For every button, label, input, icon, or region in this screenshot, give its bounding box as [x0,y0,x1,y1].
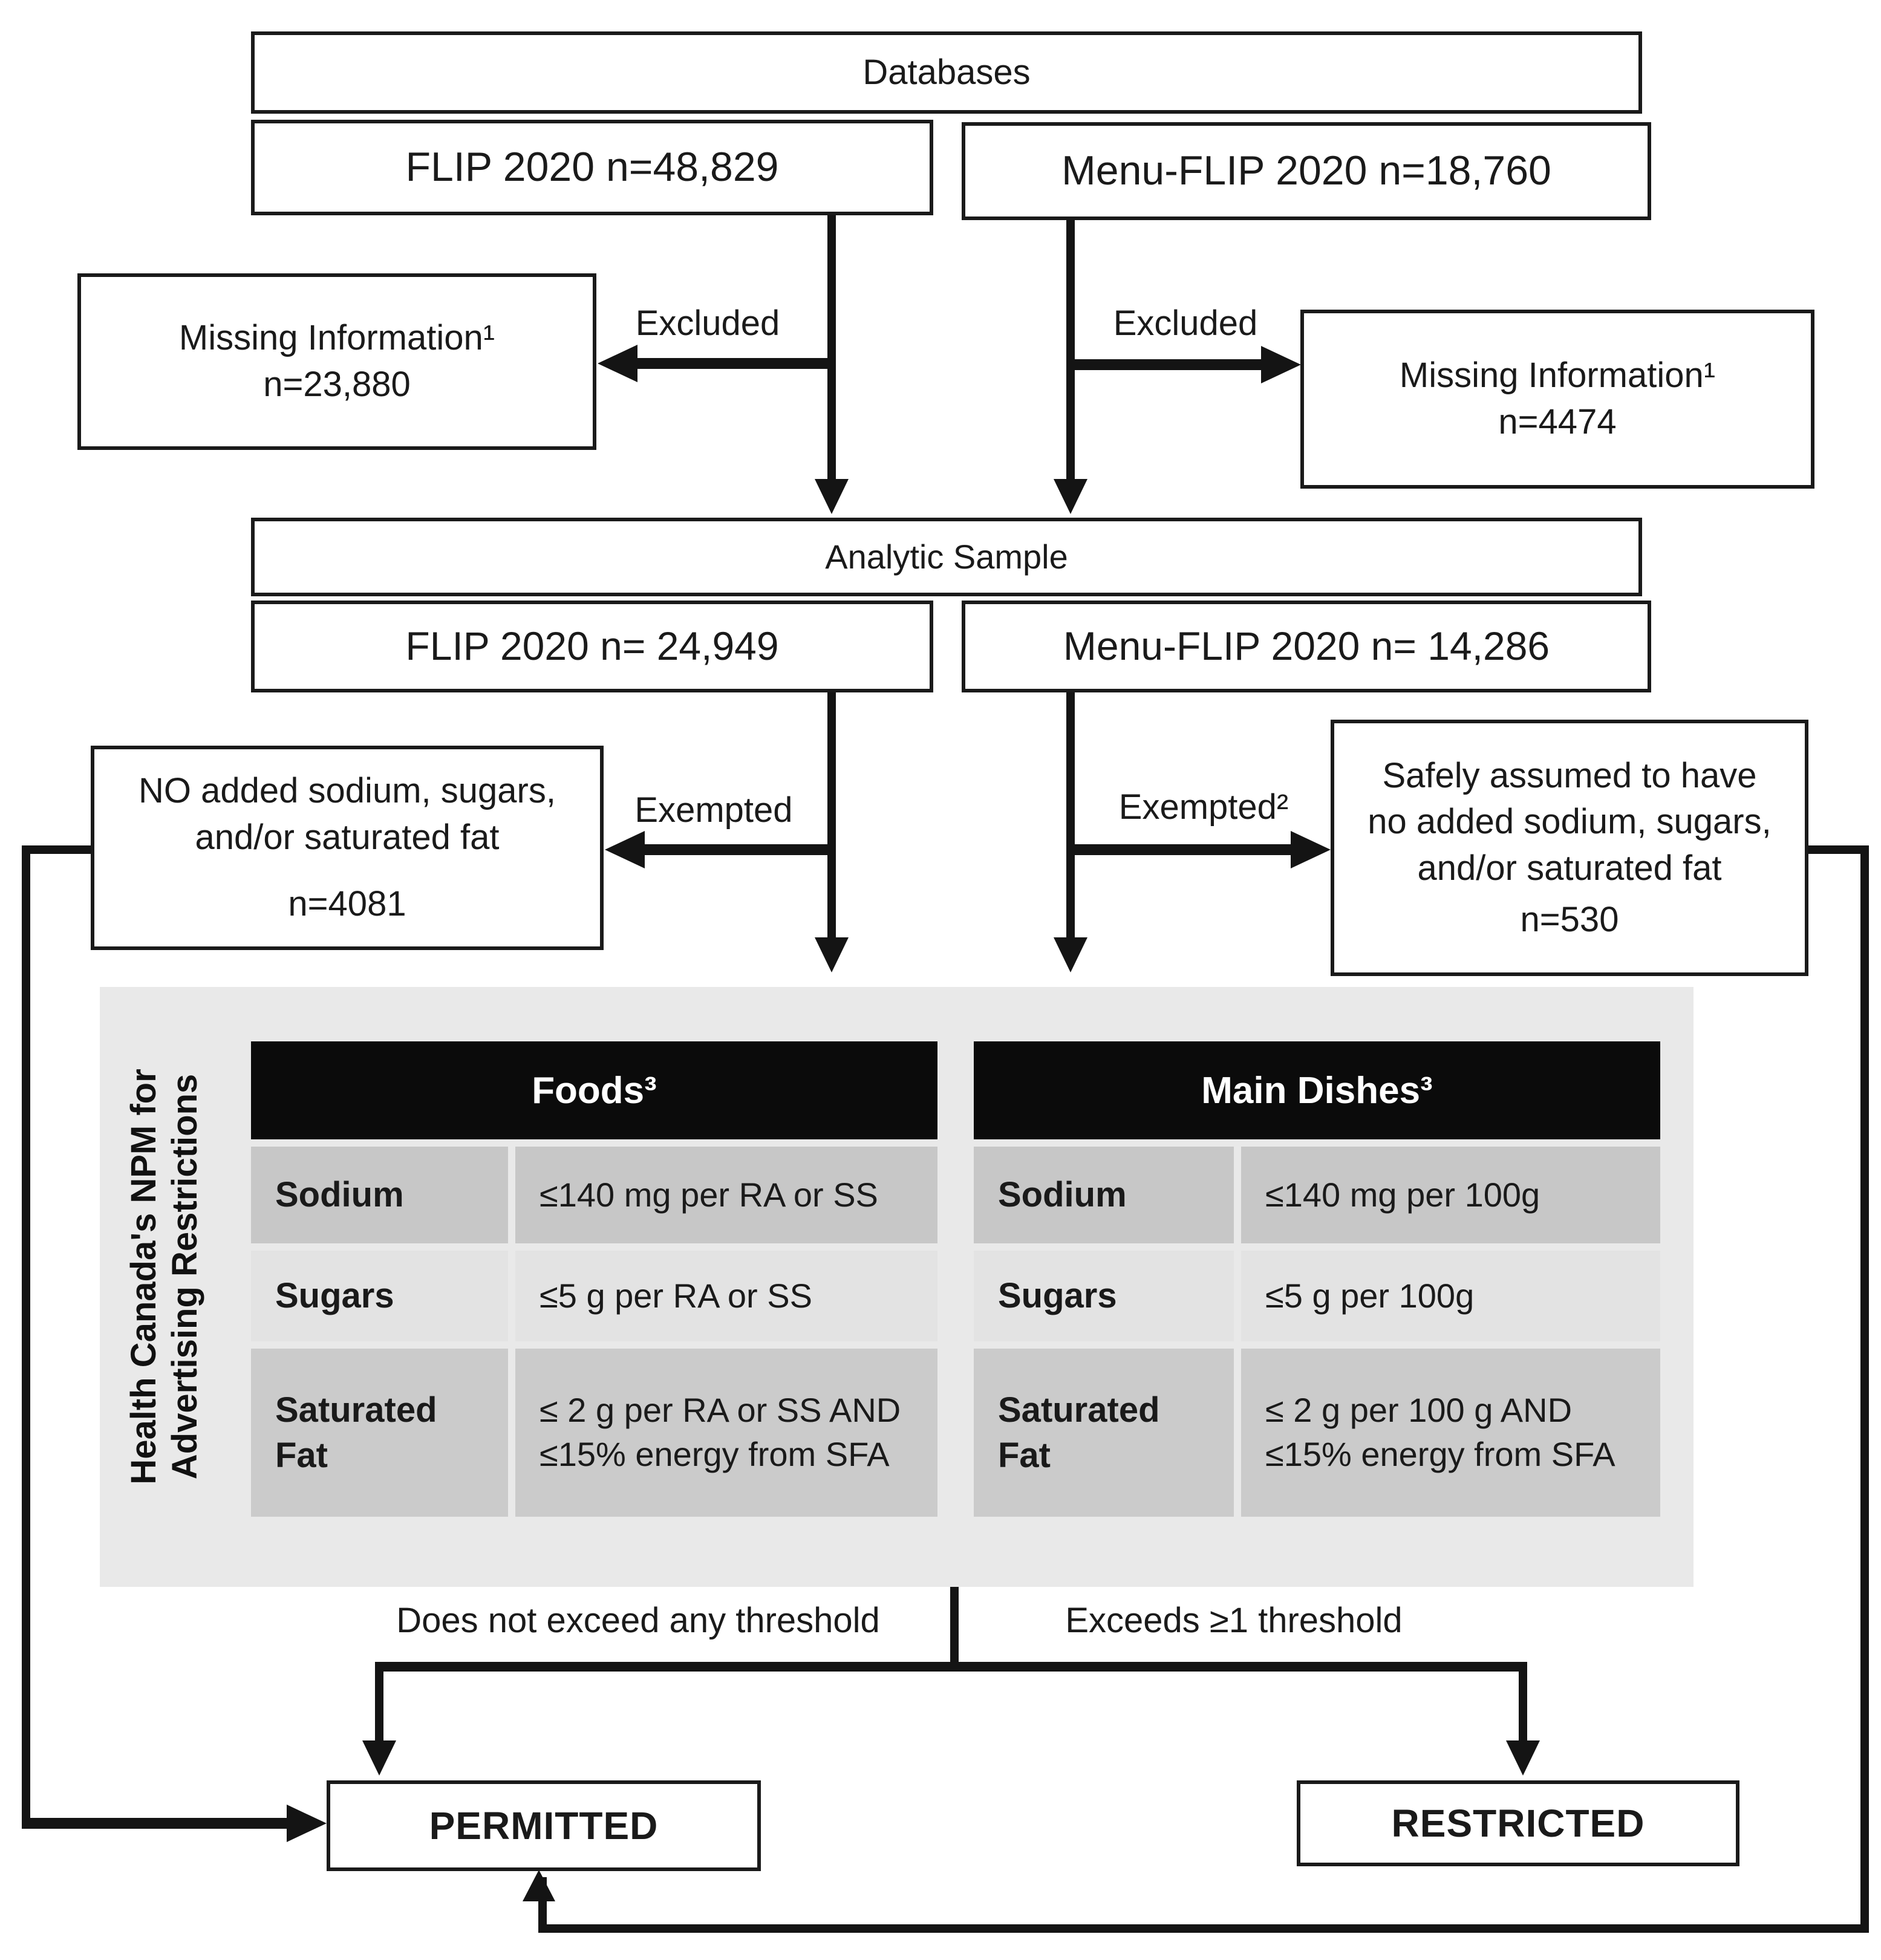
permitted-label: PERMITTED [429,1803,659,1848]
menuflip-database-label: Menu-FLIP 2020 n=18,760 [1061,148,1551,194]
exempted-right-arrow-line [1075,844,1293,855]
main-satfat-label: Saturated Fat [974,1349,1234,1517]
left-bypass-arrowhead-icon [287,1805,327,1842]
permitted-branch-arrowhead-icon [362,1740,396,1776]
menuflip-flow-line [1066,220,1075,481]
restricted-label: RESTRICTED [1391,1801,1645,1845]
restricted-branch-arrowhead-icon [1506,1740,1540,1776]
menuflip-to-npm-line [1066,692,1075,940]
flip-to-npm-line [827,692,836,940]
outcome-split-line [375,1662,1527,1672]
flip-flow-arrowhead-icon [815,479,849,514]
excluded-left-arrowhead-icon [598,345,637,382]
outcome-right-label: Exceeds ≥1 threshold [1065,1601,1403,1641]
permitted-branch-line [375,1662,383,1743]
menuflip-to-npm-arrowhead-icon [1054,937,1087,972]
foods-satfat-label: Saturated Fat [251,1349,508,1517]
main-sodium-label: Sodium [974,1147,1234,1243]
foods-sodium-label: Sodium [251,1147,508,1243]
missing-info-left-title: Missing Information¹ [178,318,495,358]
foods-table-header: Foods³ [251,1041,937,1139]
exempted-left-arrowhead-icon [605,831,645,868]
exempted-left-label: Exempted [634,790,793,830]
restricted-box: RESTRICTED [1297,1780,1739,1866]
excluded-left-arrow-line [636,358,830,369]
bottom-feedback-line [538,1924,1869,1933]
menuflip-analytic-label: Menu-FLIP 2020 n= 14,286 [1063,623,1550,669]
outcome-left-label: Does not exceed any threshold [396,1601,880,1641]
left-bypass-bottom-line [22,1818,288,1829]
missing-info-left-box: Missing Information¹ n=23,880 [77,273,596,450]
excluded-right-arrow-line [1075,359,1263,370]
main-sodium-value: ≤140 mg per 100g [1241,1147,1660,1243]
menuflip-flow-arrowhead-icon [1054,479,1087,514]
missing-info-right-box: Missing Information¹ n=4474 [1300,310,1814,489]
missing-info-right-title: Missing Information¹ [1399,356,1716,396]
exempted-right-arrowhead-icon [1291,831,1331,868]
flip-database-label: FLIP 2020 n=48,829 [405,144,779,190]
safely-assumed-exempt-box: Safely assumed to have no added sodium, … [1331,720,1808,976]
excluded-right-arrowhead-icon [1261,346,1301,383]
flip-database-box: FLIP 2020 n=48,829 [251,120,933,215]
safely-assumed-line2: no added sodium, sugars, [1368,802,1772,842]
feedback-up-arrowhead-icon [523,1870,555,1901]
analytic-sample-header-box: Analytic Sample [251,518,1642,596]
exempted-right-label: Exempted² [1118,787,1289,827]
left-bypass-vertical-line [22,845,30,1823]
flip-analytic-label: FLIP 2020 n= 24,949 [405,623,779,669]
missing-info-left-count: n=23,880 [263,365,411,404]
safely-assumed-line3: and/or saturated fat [1417,848,1722,888]
safely-assumed-line1: Safely assumed to have [1382,755,1757,795]
main-dishes-table-header: Main Dishes³ [974,1041,1660,1139]
excluded-left-label: Excluded [635,304,780,343]
main-sugars-label: Sugars [974,1251,1234,1341]
analytic-sample-header-label: Analytic Sample [825,538,1068,576]
main-satfat-value: ≤ 2 g per 100 g AND ≤15% energy from SFA [1241,1349,1660,1517]
foods-sugars-label: Sugars [251,1251,508,1341]
flip-analytic-box: FLIP 2020 n= 24,949 [251,601,933,692]
excluded-right-label: Excluded [1113,304,1258,343]
main-sugars-value: ≤5 g per 100g [1241,1251,1660,1341]
missing-info-right-count: n=4474 [1498,402,1617,441]
foods-satfat-value: ≤ 2 g per RA or SS AND ≤15% energy from … [515,1349,937,1517]
restricted-branch-line [1519,1662,1527,1743]
flip-to-npm-arrowhead-icon [815,937,849,972]
menuflip-database-box: Menu-FLIP 2020 n=18,760 [962,122,1651,220]
databases-header-label: Databases [862,52,1031,92]
no-added-count: n=4081 [288,884,406,924]
safely-assumed-count: n=530 [1520,899,1619,939]
databases-header-box: Databases [251,31,1642,114]
foods-sugars-value: ≤5 g per RA or SS [515,1251,937,1341]
npm-sidebar-line2: Advertising Restrictions [165,1073,205,1480]
right-bypass-vertical-line [1860,845,1869,1928]
no-added-line2: and/or saturated fat [195,817,500,857]
left-bypass-connector [24,845,91,854]
npm-sidebar-line1: Health Canada's NPM for [124,1069,163,1485]
no-added-line1: NO added sodium, sugars, [139,771,556,811]
foods-sodium-value: ≤140 mg per RA or SS [515,1147,937,1243]
npm-sidebar-label: Health Canada's NPM for Advertising Rest… [123,1035,206,1519]
flip-flow-line [827,215,836,481]
menuflip-analytic-box: Menu-FLIP 2020 n= 14,286 [962,601,1651,692]
right-bypass-connector [1808,845,1869,854]
panel-outcome-line [950,1587,959,1665]
permitted-box: PERMITTED [327,1780,761,1871]
no-added-exempt-box: NO added sodium, sugars, and/or saturate… [91,746,604,950]
exempted-left-arrow-line [639,844,830,855]
